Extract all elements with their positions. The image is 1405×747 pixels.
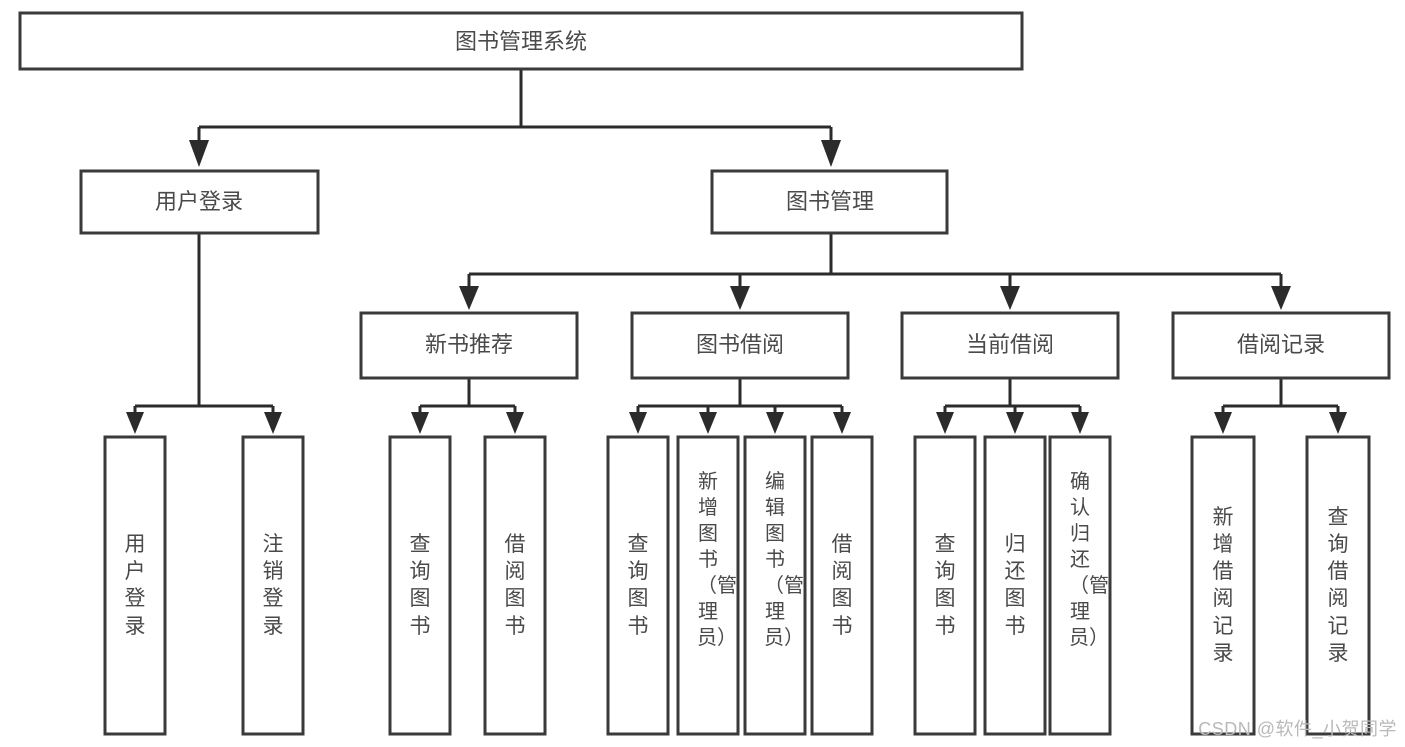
node-root-label: 图书管理系统: [455, 29, 587, 54]
node-user-login-label: 用户登录: [155, 189, 243, 214]
leaf-user-login[interactable]: [103, 435, 167, 736]
leaf-add-book-admin[interactable]: [676, 435, 740, 736]
arrow-root-to-user-login: [189, 140, 209, 167]
arrow-bookmgmt-to-borrow: [730, 286, 750, 310]
node-current-borrow[interactable]: 当前借阅: [900, 311, 1120, 380]
node-new-book-recommend[interactable]: 新书推荐: [359, 311, 579, 380]
node-user-login-box[interactable]: [79, 169, 320, 235]
arrow-root-to-book-mgmt: [821, 140, 841, 167]
arrow-userlogin-to-leaf2: [264, 412, 282, 434]
leaf-edit-book-admin[interactable]: [743, 435, 807, 736]
leaf-user-login-box[interactable]: [103, 435, 167, 736]
leaf-query-book-2-box[interactable]: [606, 435, 670, 736]
leaf-confirm-return-admin-box[interactable]: [1048, 435, 1112, 736]
node-new-book-recommend-label: 新书推荐: [425, 332, 513, 357]
arrow-borrow-to-leaf3: [766, 412, 784, 434]
arrow-borrow-to-leaf4: [833, 412, 851, 434]
arrow-bookmgmt-to-current: [1000, 286, 1020, 310]
node-book-management-box[interactable]: [710, 169, 949, 235]
arrow-bookmgmt-to-newbook: [459, 286, 479, 310]
leaf-return-book-box[interactable]: [983, 435, 1047, 736]
arrow-userlogin-to-leaf1: [126, 412, 144, 434]
arrow-newbook-to-leaf1: [411, 412, 429, 434]
connector-layer: [126, 69, 1347, 434]
leaf-borrow-book-2-box[interactable]: [810, 435, 874, 736]
node-borrow-record-box[interactable]: [1171, 311, 1391, 380]
leaf-borrow-book-1[interactable]: [483, 435, 547, 736]
leaf-logout-login-box[interactable]: [241, 435, 305, 736]
leaf-query-book-3-box[interactable]: [913, 435, 977, 736]
node-book-management[interactable]: 图书管理: [710, 169, 949, 235]
leaf-confirm-return-admin[interactable]: [1048, 435, 1112, 736]
leaf-query-book-2[interactable]: [606, 435, 670, 736]
arrow-current-to-leaf3: [1071, 412, 1089, 434]
leaf-add-borrow-record-box[interactable]: [1190, 435, 1256, 736]
leaf-add-book-admin-box[interactable]: [676, 435, 740, 736]
leaf-logout-login[interactable]: [241, 435, 305, 736]
node-book-management-label: 图书管理: [786, 189, 874, 214]
leaf-query-book-1-box[interactable]: [388, 435, 452, 736]
node-user-login[interactable]: 用户登录: [79, 169, 320, 235]
arrow-bookmgmt-to-record: [1271, 286, 1291, 310]
node-root[interactable]: 图书管理系统: [18, 11, 1024, 71]
arrow-borrow-to-leaf2: [699, 412, 717, 434]
watermark: CSDN @软件_小贺同学: [1198, 719, 1397, 739]
leaf-query-book-1[interactable]: [388, 435, 452, 736]
arrow-current-to-leaf1: [936, 412, 954, 434]
arrow-record-to-leaf2: [1329, 412, 1347, 434]
node-new-book-recommend-box[interactable]: [359, 311, 579, 380]
leaf-return-book[interactable]: [983, 435, 1047, 736]
arrow-record-to-leaf1: [1214, 412, 1232, 434]
node-borrow-record[interactable]: 借阅记录: [1171, 311, 1391, 380]
leaf-borrow-book-2[interactable]: [810, 435, 874, 736]
node-book-borrow-label: 图书借阅: [696, 332, 784, 357]
node-borrow-record-label: 借阅记录: [1237, 332, 1325, 357]
node-root-box[interactable]: [18, 11, 1024, 71]
leaf-query-borrow-record[interactable]: [1305, 435, 1371, 736]
leaf-add-borrow-record[interactable]: [1190, 435, 1256, 736]
leaf-borrow-book-1-box[interactable]: [483, 435, 547, 736]
node-book-borrow-box[interactable]: [630, 311, 850, 380]
leaf-query-borrow-record-box[interactable]: [1305, 435, 1371, 736]
arrow-newbook-to-leaf2: [506, 412, 524, 434]
arrow-borrow-to-leaf1: [629, 412, 647, 434]
node-current-borrow-box[interactable]: [900, 311, 1120, 380]
node-current-borrow-label: 当前借阅: [966, 332, 1054, 357]
leaf-query-book-3[interactable]: [913, 435, 977, 736]
arrow-current-to-leaf2: [1006, 412, 1024, 434]
node-book-borrow[interactable]: 图书借阅: [630, 311, 850, 380]
leaf-edit-book-admin-box[interactable]: [743, 435, 807, 736]
